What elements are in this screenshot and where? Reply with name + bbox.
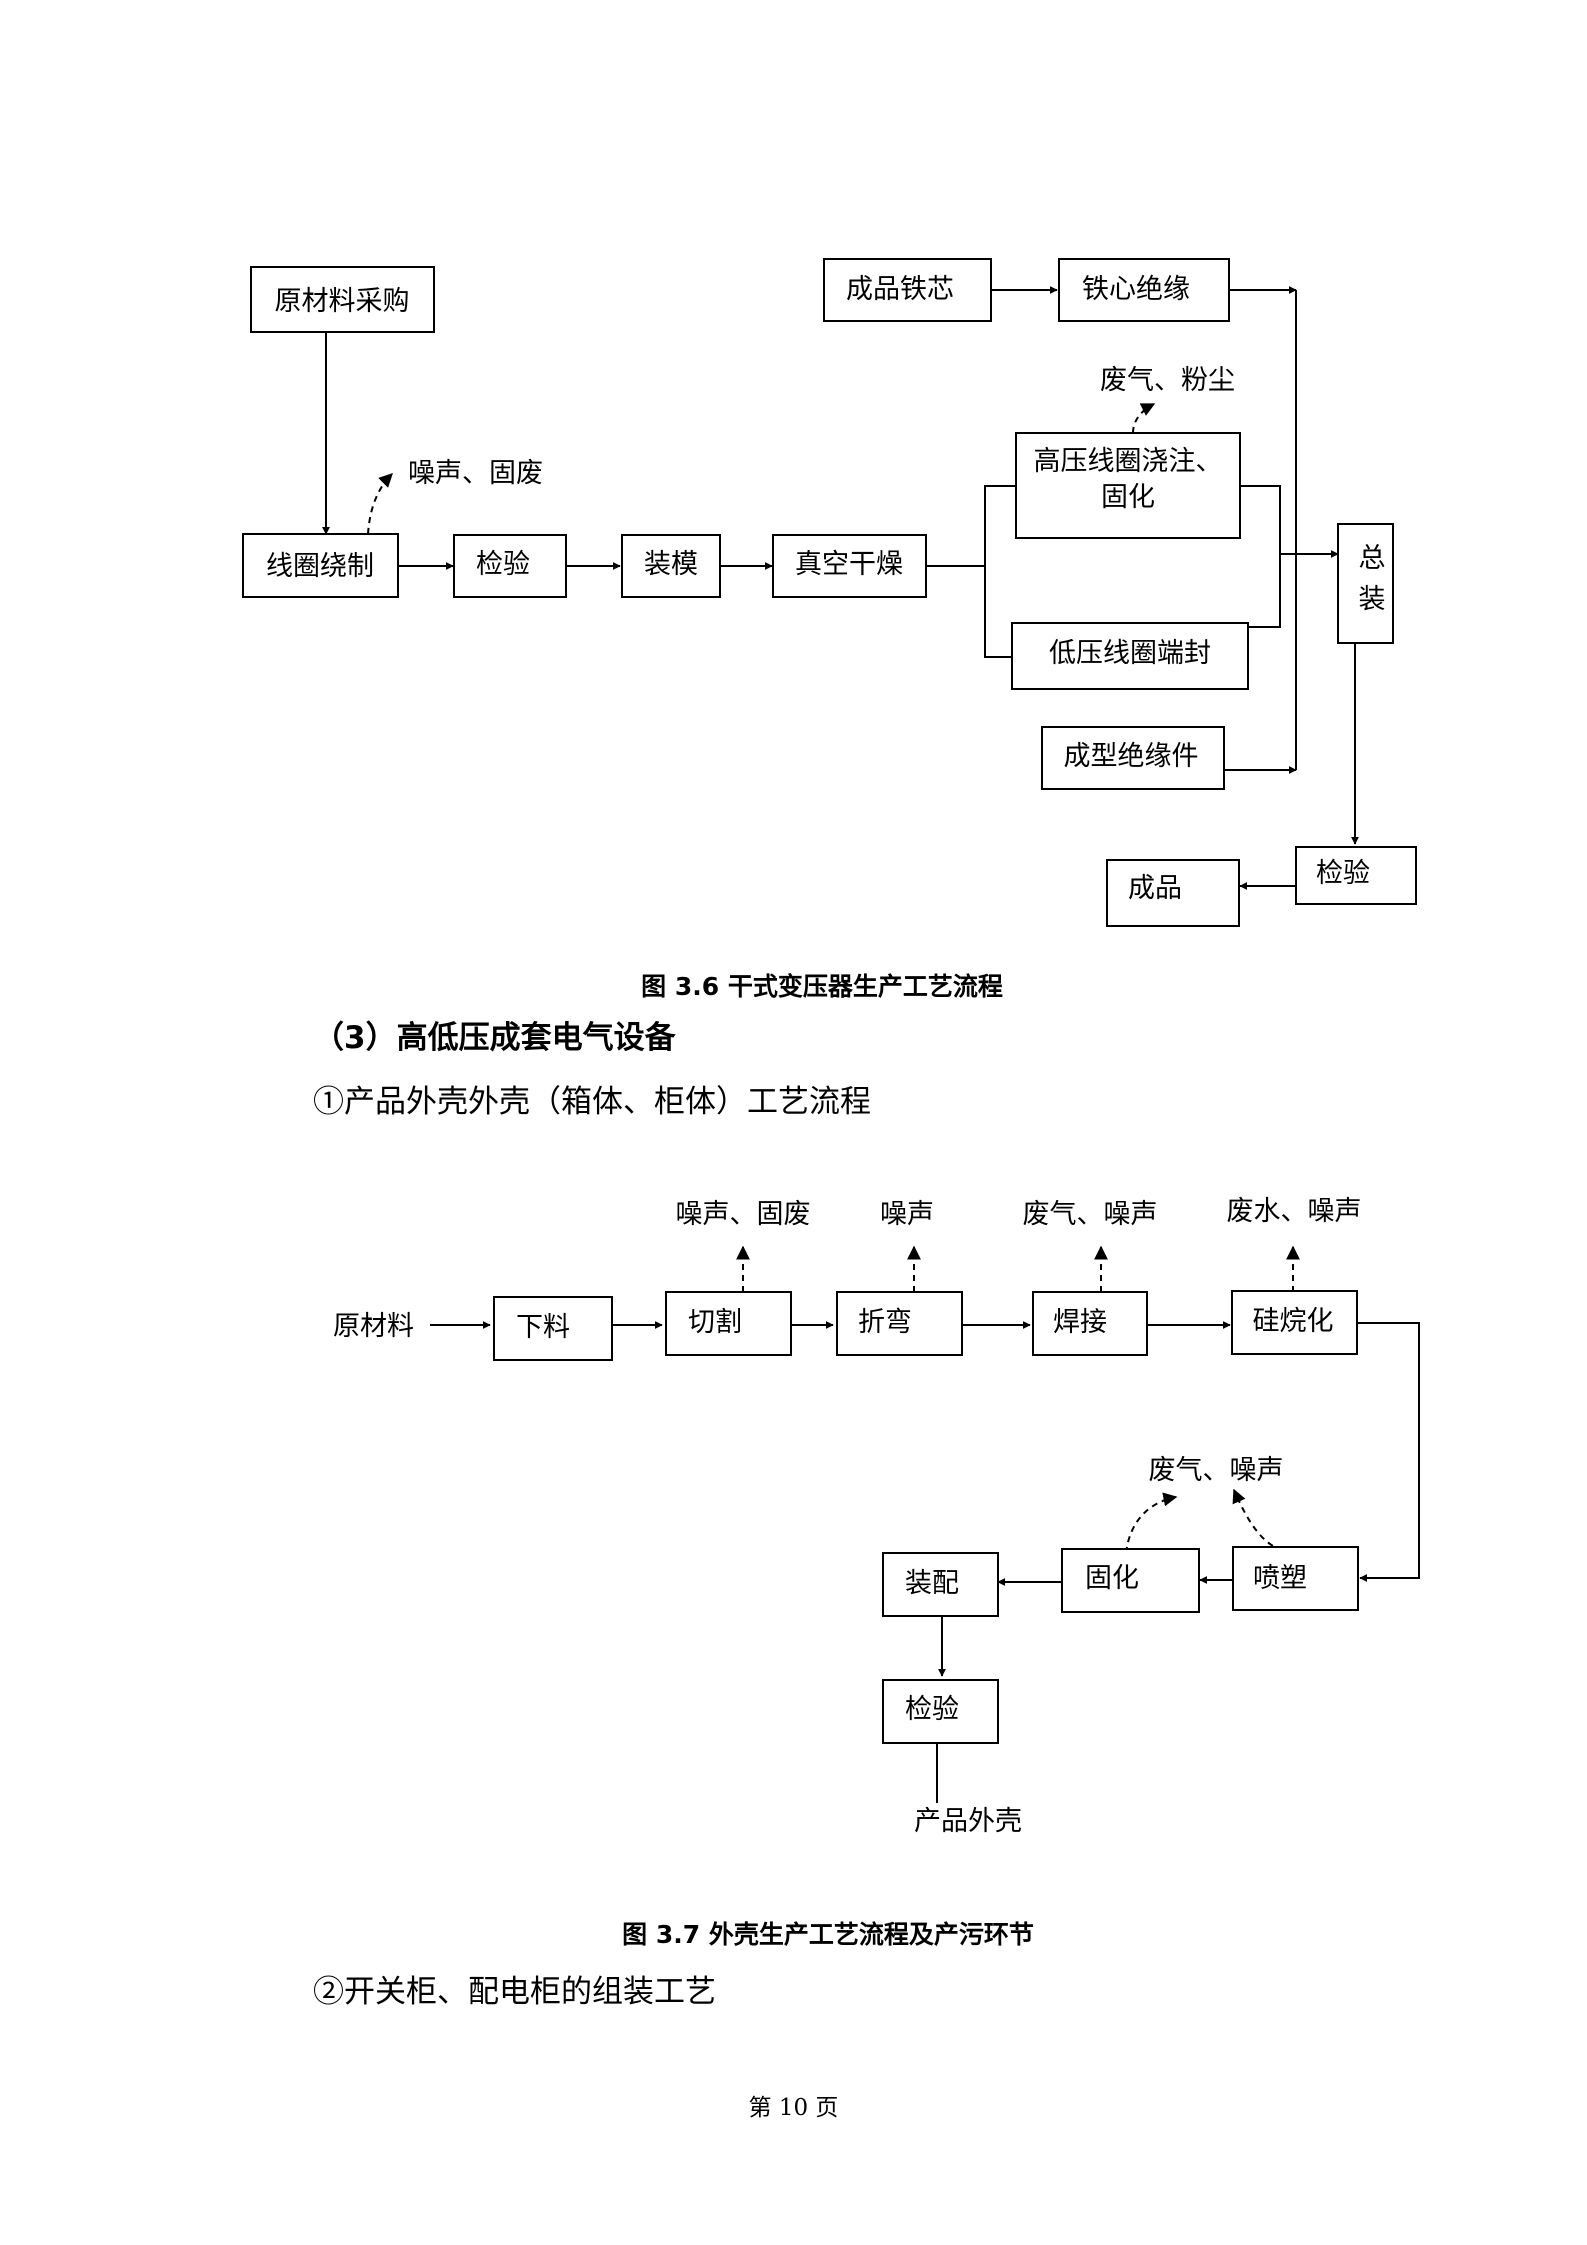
enclosure-process-diagram: 原材料 下料 切割 折弯 焊接 硅烷化 喷塑 固化 — [333, 1196, 1420, 1949]
node-coil-winding: 线圈绕制 — [242, 533, 399, 598]
node-bending: 折弯 — [836, 1291, 963, 1356]
node-inspect-2: 检验 — [1295, 846, 1417, 905]
emission-label-cutting: 噪声、固废 — [676, 1199, 811, 1230]
node-label: 线圈绕制 — [266, 551, 374, 582]
figure-caption-3-6: 图 3.6 干式变压器生产工艺流程 — [641, 972, 1003, 1001]
node-inspect-1: 检验 — [453, 534, 567, 598]
node-inspect: 检验 — [882, 1679, 999, 1744]
node-assembly: 总 装 — [1337, 523, 1394, 644]
node-raw: 原材料 — [333, 1311, 414, 1342]
emission-label-bending: 噪声 — [880, 1199, 934, 1230]
node-label: 成品铁芯 — [846, 274, 954, 305]
node-label: 真空干燥 — [795, 549, 903, 580]
node-spray: 喷塑 — [1232, 1546, 1359, 1611]
node-label: 切割 — [688, 1307, 742, 1338]
emission-label-spray-cure: 废气、噪声 — [1149, 1455, 1284, 1486]
node-cure: 固化 — [1061, 1548, 1200, 1613]
node-silanize: 硅烷化 — [1231, 1290, 1358, 1355]
node-formed-insulation: 成型绝缘件 — [1041, 726, 1225, 790]
node-label: 成品 — [1128, 873, 1182, 904]
emission-label-winding: 噪声、固废 — [408, 458, 543, 489]
node-assemble: 装配 — [882, 1552, 999, 1617]
diagram1-connectors — [322, 286, 1359, 890]
node-label: 铁心绝缘 — [1082, 274, 1190, 305]
node-lv-seal: 低压线圈端封 — [1011, 622, 1249, 690]
diagram2-connectors — [430, 1245, 1420, 1803]
node-label: 折弯 — [858, 1307, 912, 1338]
figure-caption-3-7: 图 3.7 外壳生产工艺流程及产污环节 — [622, 1920, 1034, 1949]
node-label-line1: 高压线圈浇注、 — [1034, 446, 1223, 477]
node-label: 硅烷化 — [1253, 1306, 1334, 1337]
node-label: 下料 — [516, 1312, 570, 1343]
node-core-insulation: 铁心绝缘 — [1058, 258, 1230, 322]
emission-label-silanize: 废水、噪声 — [1227, 1196, 1362, 1227]
node-welding: 焊接 — [1032, 1291, 1148, 1356]
node-label: 原材料采购 — [275, 286, 410, 317]
node-product-enclosure: 产品外壳 — [914, 1806, 1022, 1837]
node-raw-purchase: 原材料采购 — [250, 266, 435, 333]
node-label: 成型绝缘件 — [1064, 741, 1199, 772]
node-label: 固化 — [1085, 1563, 1139, 1594]
node-blanking: 下料 — [493, 1296, 613, 1361]
node-label: 低压线圈端封 — [1049, 638, 1211, 669]
node-label: 装配 — [905, 1568, 959, 1599]
node-hv-casting: 高压线圈浇注、 固化 — [1015, 432, 1241, 539]
node-product: 成品 — [1106, 859, 1240, 927]
node-mold: 装模 — [621, 534, 721, 598]
paragraph-switchgear-assembly: ②开关柜、配电柜的组装工艺 — [313, 1974, 716, 2010]
emission-label-welding: 废气、噪声 — [1023, 1199, 1158, 1230]
node-label: 检验 — [905, 1694, 959, 1725]
node-label-line2: 固化 — [1101, 482, 1155, 513]
node-cutting: 切割 — [665, 1291, 792, 1356]
node-label: 装模 — [644, 549, 698, 580]
node-label: 焊接 — [1053, 1307, 1107, 1338]
node-label-line1: 总 — [1359, 543, 1386, 574]
node-iron-core: 成品铁芯 — [823, 258, 992, 322]
page-number: 第 10 页 — [748, 2095, 839, 2121]
node-label: 检验 — [1316, 858, 1370, 889]
transformer-process-diagram: 原材料采购 线圈绕制 检验 装模 真空干燥 成品铁芯 铁心绝缘 高压线圈浇注、 — [242, 258, 1417, 1001]
paragraph-enclosure-process: ①产品外壳外壳（箱体、柜体）工艺流程 — [313, 1084, 871, 1120]
node-label: 喷塑 — [1253, 1563, 1307, 1594]
section-heading: （3）高低压成套电气设备 — [313, 1020, 676, 1056]
node-vacuum-dry: 真空干燥 — [772, 534, 927, 598]
node-label-line2: 装 — [1359, 584, 1386, 615]
emission-label-casting: 废气、粉尘 — [1100, 365, 1235, 396]
node-label: 检验 — [476, 549, 530, 580]
